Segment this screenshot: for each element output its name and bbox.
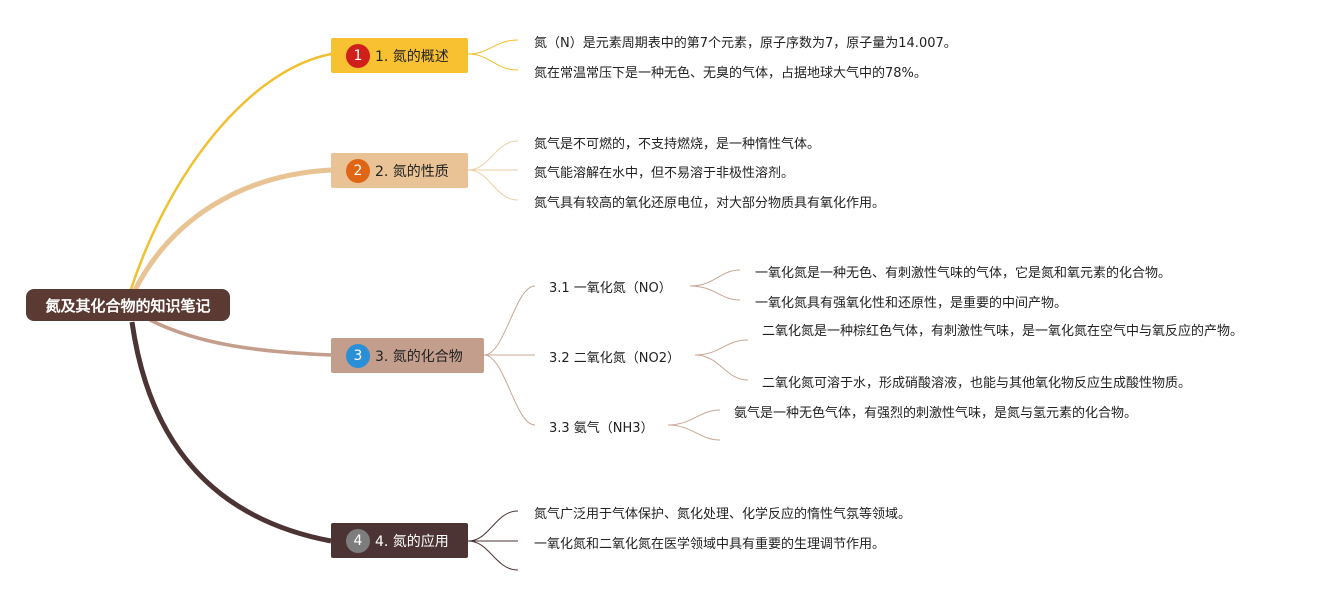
link-s2-leaf1 [694, 339, 749, 356]
leaf-topic[interactable]: 氮在常温常压下是一种无色、无臭的气体，占据地球大气中的78%。 [534, 66, 927, 81]
branch-properties[interactable]: 2 2. 氮的性质 [331, 153, 468, 188]
branch-applications[interactable]: 4 4. 氮的应用 [331, 523, 468, 558]
link-s3-leaf1 [667, 409, 721, 426]
branch-overview[interactable]: 1 1. 氮的概述 [331, 38, 468, 73]
leaf-topic[interactable]: 氮气广泛用于气体保护、氮化处理、化学反应的惰性气氛等领域。 [534, 507, 912, 522]
link-root-b1 [128, 52, 332, 293]
number-badge-icon: 1 [346, 43, 370, 68]
branch-compounds[interactable]: 3 3. 氮的化合物 [331, 338, 484, 373]
leaf-topic[interactable]: 二氧化氮可溶于水，形成硝酸溶液，也能与其他氧化物反应生成酸性物质。 [762, 376, 1192, 391]
link-b1-leaf1 [467, 39, 519, 55]
link-b4-end [467, 540, 519, 571]
link-s3-end [667, 424, 721, 441]
leaf-topic[interactable]: 氮气能溶解在水中，但不易溶于非极性溶剂。 [534, 166, 795, 181]
subtopic-no2[interactable]: 3.2 二氧化氮（NO2） [549, 351, 681, 366]
link-b4-leaf1 [467, 510, 519, 542]
root-topic[interactable]: 氮及其化合物的知识笔记 [26, 289, 230, 321]
link-root-b2 [131, 167, 332, 294]
leaf-topic[interactable]: 一氧化氮和二氧化氮在医学领域中具有重要的生理调节作用。 [534, 537, 886, 552]
number-badge-icon: 4 [346, 528, 370, 553]
leaf-topic[interactable]: 氮气具有较高的氧化还原电位，对大部分物质具有氧化作用。 [534, 196, 886, 211]
link-s1-leaf1 [689, 269, 741, 287]
leaf-topic[interactable]: 氨气是一种无色气体，有强烈的刺激性气味，是氮与氢元素的化合物。 [734, 406, 1138, 421]
branch-label: 4. 氮的应用 [375, 533, 449, 550]
link-b1-leaf2 [467, 53, 519, 71]
branch-label: 2. 氮的性质 [375, 163, 449, 180]
subtopic-no[interactable]: 3.1 一氧化氮（NO） [549, 281, 672, 296]
subtopic-nh3[interactable]: 3.3 氨气（NH3） [549, 421, 654, 436]
leaf-topic[interactable]: 二氧化氮是一种棕红色气体，有刺激性气味，是一氧化氮在空气中与氧反应的产物。 [762, 324, 1244, 339]
leaf-topic[interactable]: 氮气是不可燃的，不支持燃烧，是一种惰性气体。 [534, 137, 821, 152]
number-badge-icon: 3 [346, 343, 370, 368]
number-badge-icon: 2 [346, 158, 370, 183]
link-b2-leaf1 [467, 140, 519, 171]
link-b2-leaf3 [467, 169, 519, 201]
link-root-b4 [129, 321, 332, 544]
link-b3-sub3 [483, 354, 536, 426]
link-s1-leaf2 [689, 285, 741, 301]
link-root-b3 [149, 318, 332, 357]
link-s2-leaf2 [694, 354, 749, 381]
link-b3-sub1 [483, 285, 536, 356]
branch-label: 3. 氮的化合物 [375, 348, 463, 365]
leaf-topic[interactable]: 一氧化氮具有强氧化性和还原性，是重要的中间产物。 [755, 296, 1068, 311]
root-topic-label: 氮及其化合物的知识笔记 [45, 296, 211, 315]
leaf-topic[interactable]: 氮（N）是元素周期表中的第7个元素，原子序数为7，原子量为14.007。 [534, 36, 957, 51]
branch-label: 1. 氮的概述 [375, 48, 449, 65]
leaf-topic[interactable]: 一氧化氮是一种无色、有刺激性气味的气体，它是氮和氧元素的化合物。 [755, 266, 1172, 281]
